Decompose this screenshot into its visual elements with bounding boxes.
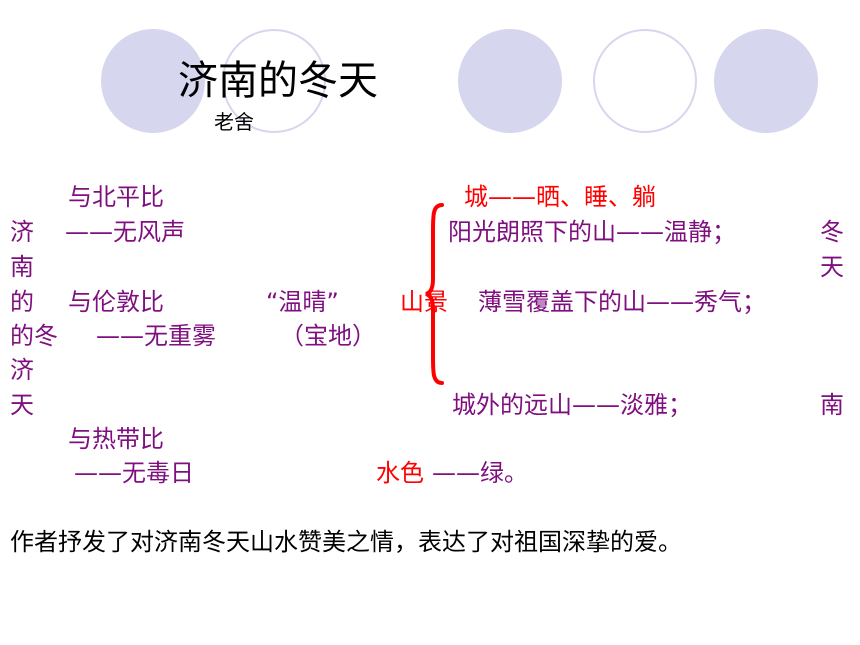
no-wind: ——无风声 <box>65 218 185 246</box>
compare-tropics: 与热带比 <box>68 425 164 453</box>
far-mountain: 城外的远山——淡雅； <box>452 391 692 419</box>
brace-icon <box>425 203 444 385</box>
decor-circle-3 <box>458 29 562 133</box>
sun-mountain: 阳光朗照下的山——温静； <box>448 218 736 246</box>
side-char-dedong: 的冬 <box>10 322 58 350</box>
no-sun: ——无毒日 <box>74 459 194 487</box>
water-green: ——绿。 <box>432 459 528 487</box>
decor-circle-4 <box>593 29 697 133</box>
side-char-ji-2: 济 <box>10 356 34 384</box>
summary-text: 作者抒发了对济南冬天山水赞美之情，表达了对祖国深挚的爱。 <box>10 528 682 556</box>
no-fog: ——无重雾 <box>96 322 216 350</box>
side-char-ji: 济 <box>10 218 34 246</box>
author-name: 老舍 <box>214 110 254 134</box>
treasure-land: （宝地） <box>280 322 376 350</box>
side-char-tian-right: 天 <box>820 253 844 281</box>
side-char-nan-right: 南 <box>820 391 844 419</box>
side-char-nan: 南 <box>10 253 34 281</box>
decor-circle-1 <box>101 29 205 133</box>
warm-clear: “温晴” <box>266 288 339 316</box>
side-char-dong: 冬 <box>820 218 844 246</box>
page-title: 济南的冬天 <box>178 58 378 104</box>
city-phrase: 城——晒、睡、躺 <box>464 183 656 211</box>
compare-london: 与伦敦比 <box>68 288 164 316</box>
side-char-de: 的 <box>10 288 34 316</box>
snow-mountain: 薄雪覆盖下的山——秀气； <box>478 288 766 316</box>
compare-beiping: 与北平比 <box>68 183 164 211</box>
side-char-tian: 天 <box>10 391 34 419</box>
decor-circle-2 <box>222 29 326 133</box>
water-label: 水色 <box>376 459 424 487</box>
scenery-label: 山景 <box>400 288 448 316</box>
decor-circle-5 <box>714 29 818 133</box>
